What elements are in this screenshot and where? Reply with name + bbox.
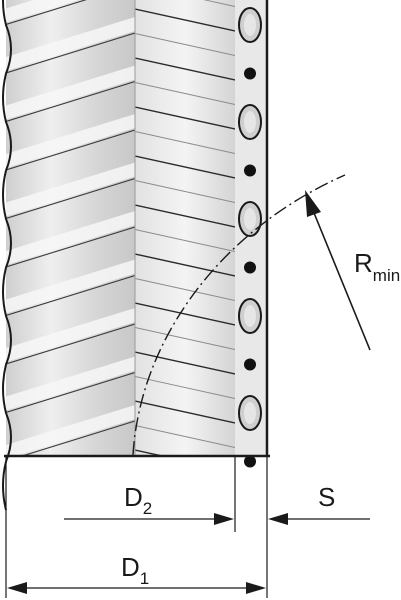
outer-helix-line xyxy=(6,518,135,558)
outer-helix-line xyxy=(6,323,135,365)
inner-helix-stripe xyxy=(135,400,235,424)
wall-ring-inner xyxy=(244,14,256,36)
inner-helix-stripe xyxy=(135,278,235,301)
hose-wall-profile xyxy=(235,0,269,468)
inner-helix-stripe xyxy=(135,302,235,326)
outer-helix-band xyxy=(6,65,135,120)
inner-helix-stripe xyxy=(135,376,235,399)
wall-wire-dot xyxy=(244,164,256,177)
outer-helix-line xyxy=(6,226,135,268)
outer-helix-band xyxy=(126,453,135,456)
s-dimension xyxy=(268,513,370,525)
inner-helix-stripes xyxy=(135,0,235,497)
inner-helix-stripe xyxy=(135,253,235,277)
rmin-label: Rmin xyxy=(354,248,400,285)
outer-helix-line xyxy=(6,470,135,510)
inner-helix-stripe xyxy=(135,82,235,105)
inner-helix-stripe xyxy=(135,8,235,32)
inner-helix-stripe xyxy=(135,57,235,81)
inner-helix-stripe xyxy=(135,229,235,252)
outer-helix-line xyxy=(20,420,135,456)
inner-helix-stripe xyxy=(135,180,235,203)
wall-ring-inner xyxy=(244,402,256,424)
d2-label: D2 xyxy=(124,482,152,518)
outer-helix-band xyxy=(6,114,135,168)
rmin-arrow xyxy=(305,190,371,351)
outer-helix-band xyxy=(6,162,135,217)
outer-helix-band xyxy=(6,259,135,314)
inner-helix-stripe xyxy=(135,327,235,350)
outer-helix-line xyxy=(6,371,135,414)
outer-helix-band xyxy=(6,356,135,411)
outer-helix-line xyxy=(6,129,135,171)
extension-lines xyxy=(5,456,268,598)
wall-wire-dot xyxy=(244,67,256,80)
inner-helix-stripe xyxy=(135,155,235,179)
inner-helix-stripe xyxy=(135,204,235,228)
inner-helix-stripe xyxy=(135,475,235,497)
d1-dimension xyxy=(7,582,266,594)
outer-helix-bands xyxy=(6,0,135,558)
wall-ring-inner xyxy=(244,305,256,327)
bend-radius-arc xyxy=(132,174,346,456)
inner-helix-stripe xyxy=(135,131,235,154)
d1-label: D1 xyxy=(121,552,149,588)
wall-ring-inner xyxy=(244,111,256,133)
s-label: S xyxy=(318,482,335,512)
inner-helix-stripe xyxy=(135,33,235,56)
outer-helix-line xyxy=(6,80,135,123)
outer-helix-line xyxy=(6,32,135,74)
outer-helix-line xyxy=(6,177,135,220)
outer-left-edge xyxy=(2,0,12,511)
hose-inner-section xyxy=(135,0,235,497)
outer-helix-line xyxy=(6,0,87,26)
wall-beads xyxy=(238,7,262,468)
wall-wire-dot xyxy=(244,358,256,371)
wall-ring-inner xyxy=(244,208,256,230)
wall-wire-dot xyxy=(244,261,256,274)
inner-helix-stripe xyxy=(135,449,166,456)
inner-helix-stripe xyxy=(135,106,235,130)
hose-outer-section xyxy=(6,0,135,558)
wall-wire-dot xyxy=(244,455,256,468)
d2-dimension xyxy=(64,513,234,525)
outer-helix-band xyxy=(6,17,135,71)
inner-helix-stripe xyxy=(135,351,235,375)
inner-helix-stripe xyxy=(203,0,235,7)
outer-helix-line xyxy=(6,274,135,317)
outer-helix-band xyxy=(6,0,79,23)
inner-helix-stripe xyxy=(135,425,235,448)
outer-helix-band xyxy=(6,211,135,265)
outer-helix-band xyxy=(6,308,135,362)
outer-helix-band xyxy=(6,502,135,556)
outer-helix-band xyxy=(6,405,135,456)
